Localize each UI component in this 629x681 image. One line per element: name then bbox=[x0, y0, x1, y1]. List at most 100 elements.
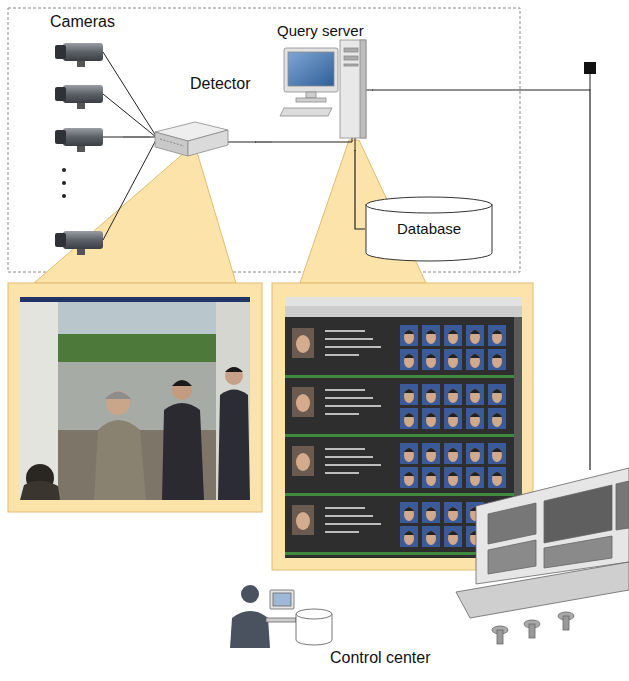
query-screenshot bbox=[422, 325, 440, 346]
control-center-illustration bbox=[273, 593, 291, 606]
query-screenshot bbox=[448, 330, 458, 334]
query-screenshot bbox=[466, 408, 484, 429]
query-screenshot bbox=[285, 434, 514, 437]
query-screenshot bbox=[448, 330, 458, 344]
query-screenshot bbox=[285, 493, 514, 496]
camera-screenshot bbox=[172, 380, 192, 400]
query-screenshot bbox=[325, 346, 381, 348]
server-icon bbox=[280, 108, 332, 116]
query-screenshot bbox=[325, 405, 381, 407]
query-screenshot bbox=[492, 330, 502, 334]
query-screenshot bbox=[444, 408, 462, 429]
control-center-illustration bbox=[616, 481, 629, 530]
query-screenshot bbox=[285, 297, 522, 306]
camera-screenshot bbox=[172, 380, 192, 386]
query-screenshot bbox=[426, 354, 436, 368]
connector-line bbox=[355, 150, 365, 229]
query-screenshot bbox=[426, 354, 436, 358]
camera-screenshot bbox=[94, 420, 146, 500]
query-screenshot bbox=[404, 448, 414, 452]
query-screenshot bbox=[426, 531, 436, 535]
query-screenshot bbox=[325, 330, 365, 332]
node-label: Detector bbox=[190, 74, 250, 93]
query-screenshot bbox=[296, 512, 310, 530]
query-screenshot bbox=[448, 507, 458, 511]
query-screenshot bbox=[466, 443, 484, 464]
query-screenshot bbox=[426, 531, 436, 545]
query-screenshot bbox=[285, 375, 514, 378]
query-screenshot bbox=[292, 328, 314, 358]
query-screenshot bbox=[325, 523, 381, 525]
detector-unit: Detector bbox=[150, 74, 255, 166]
detector-icon bbox=[155, 132, 188, 156]
query-screenshot bbox=[296, 335, 310, 353]
server-icon bbox=[344, 48, 358, 52]
query-screenshot bbox=[466, 467, 484, 488]
junction-marker bbox=[584, 62, 596, 74]
query-screenshot bbox=[444, 384, 462, 405]
query-screenshot bbox=[448, 507, 458, 521]
query-screenshot bbox=[422, 467, 440, 488]
camera-icon bbox=[63, 85, 103, 103]
camera-screenshot bbox=[218, 390, 250, 501]
query-screenshot bbox=[448, 354, 458, 358]
detector-icon bbox=[155, 122, 228, 156]
query-screenshot bbox=[426, 330, 436, 334]
ellipsis-dots bbox=[62, 168, 66, 198]
query-screenshot bbox=[426, 413, 436, 427]
query-screenshot bbox=[400, 526, 418, 547]
query-screenshot bbox=[292, 505, 314, 535]
system-boundary bbox=[8, 8, 520, 272]
camera-wire bbox=[272, 142, 352, 143]
query-screenshot bbox=[492, 330, 502, 344]
camera-icon bbox=[55, 45, 66, 59]
control-center-illustration bbox=[456, 562, 629, 618]
query-screenshot bbox=[448, 531, 458, 535]
camera-wire bbox=[352, 138, 353, 142]
camera-group: Cameras bbox=[45, 10, 123, 262]
camera-icon bbox=[77, 146, 85, 152]
query-screenshot bbox=[400, 408, 418, 429]
camera-icon bbox=[77, 61, 85, 67]
query-screenshot bbox=[426, 507, 436, 521]
callout-wedge bbox=[34, 152, 236, 283]
camera-wire bbox=[366, 90, 373, 91]
node-label: Database bbox=[397, 220, 461, 238]
server-icon bbox=[296, 98, 326, 102]
camera-icon bbox=[55, 231, 103, 255]
query-screenshot bbox=[325, 456, 373, 458]
node-label: Query server bbox=[277, 22, 364, 40]
server-icon bbox=[284, 48, 338, 92]
control-center-illustration bbox=[497, 630, 503, 644]
query-screenshot bbox=[488, 467, 506, 488]
query-screenshot bbox=[325, 472, 359, 474]
query-screenshot bbox=[422, 384, 440, 405]
query-screenshot bbox=[470, 354, 480, 358]
query-screenshot bbox=[426, 472, 436, 486]
camera-wire bbox=[103, 94, 156, 137]
query-screenshot bbox=[448, 472, 458, 486]
query-screenshot bbox=[492, 472, 502, 476]
query-screenshot bbox=[325, 338, 373, 340]
camera-icon bbox=[55, 128, 103, 152]
query-screenshot bbox=[470, 448, 480, 462]
query-screenshot bbox=[488, 384, 506, 405]
query-screenshot bbox=[492, 413, 502, 417]
control-center-illustration bbox=[488, 503, 536, 544]
query-screenshot bbox=[404, 389, 414, 393]
camera-wire bbox=[590, 74, 591, 90]
query-screenshot bbox=[448, 472, 458, 476]
query-screenshot bbox=[404, 354, 414, 358]
camera-screenshot bbox=[20, 302, 58, 500]
database-outline bbox=[366, 197, 492, 213]
camera-screenshot bbox=[225, 367, 243, 385]
query-screenshot bbox=[426, 472, 436, 476]
query-screenshot bbox=[400, 384, 418, 405]
control-center-illustration bbox=[266, 618, 296, 622]
query-screenshot bbox=[325, 515, 373, 517]
query-screenshot bbox=[422, 408, 440, 429]
camera-icon bbox=[63, 231, 103, 249]
camera-wire bbox=[355, 138, 356, 151]
query-screenshot bbox=[404, 472, 414, 476]
